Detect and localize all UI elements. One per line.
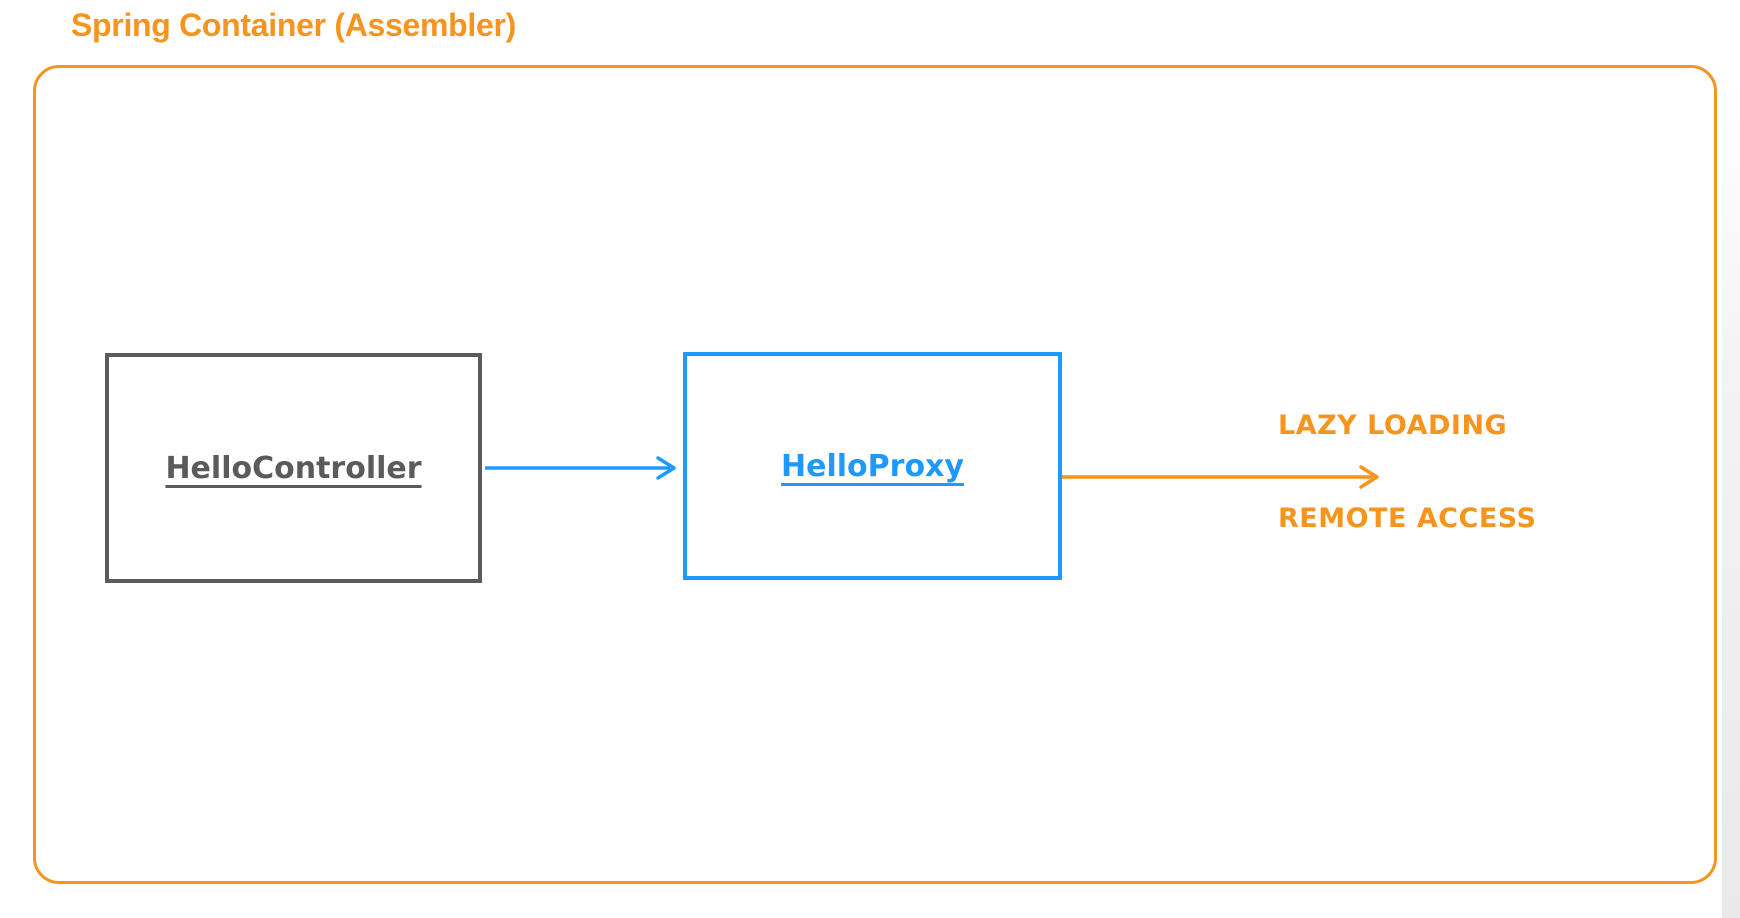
spring-container-boundary — [33, 65, 1717, 884]
arrowhead-right-icon — [656, 456, 676, 480]
edge-proxy-to-annotations — [1062, 465, 1379, 489]
arrowhead-right-icon — [1359, 465, 1379, 489]
canvas-edge-shade — [1722, 80, 1740, 918]
hello-proxy-label: HelloProxy — [781, 448, 964, 484]
hello-controller-label: HelloController — [165, 450, 422, 486]
hello-controller-node: HelloController — [105, 353, 482, 583]
hello-proxy-node: HelloProxy — [683, 352, 1062, 580]
remote-access-annotation: REMOTE ACCESS — [1278, 503, 1537, 534]
container-title: Spring Container (Assembler) — [71, 7, 517, 43]
edge-controller-to-proxy — [485, 456, 676, 480]
lazy-loading-annotation: LAZY LOADING — [1278, 410, 1508, 441]
